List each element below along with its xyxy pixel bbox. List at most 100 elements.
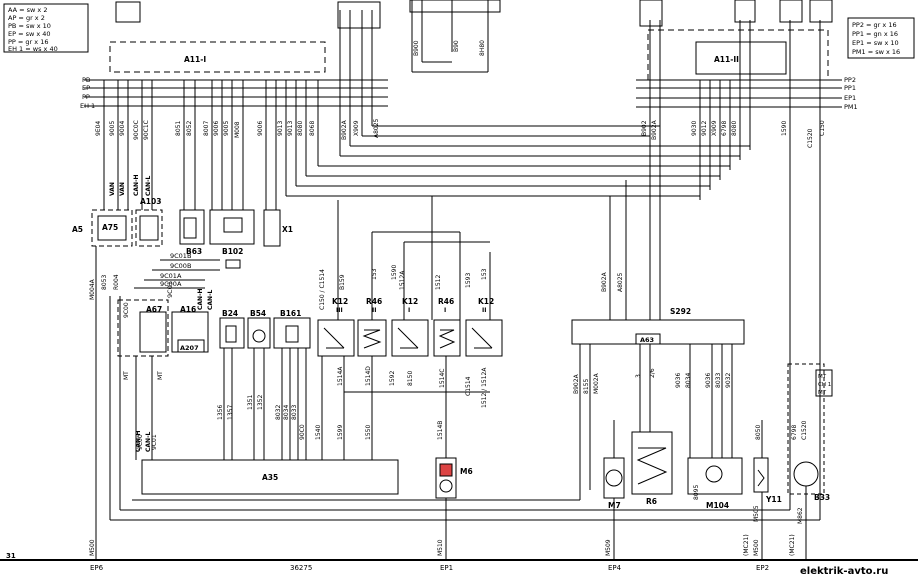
wire-label: 1351	[247, 395, 254, 410]
module-label: K12	[402, 297, 418, 306]
wire-label: 1514A	[337, 366, 344, 386]
ground-point: EP6	[90, 564, 104, 572]
wire-label: 9013	[287, 121, 294, 136]
wire-label: B159	[339, 274, 346, 290]
legend-left-line: EP = sw x 40	[8, 30, 51, 38]
watermark: elektrik-avto.ru	[800, 566, 888, 577]
wire-label: 8095	[693, 485, 700, 500]
wire-label: 1356	[217, 405, 224, 420]
wire-label: M008	[234, 121, 241, 138]
k12-1-switch	[397, 327, 419, 349]
mt-label-line: CH 1	[818, 382, 831, 388]
b33-circle	[793, 461, 819, 487]
legend-right-line: PM1 = sw x 16	[852, 48, 900, 56]
module-label: III	[336, 307, 343, 314]
module-label: II	[372, 307, 376, 314]
module-label: A35	[262, 473, 278, 482]
mt-label-line: MT	[818, 390, 827, 396]
module-label: II	[482, 307, 486, 314]
ground-number: 31	[6, 552, 16, 560]
wire-label: 8068	[309, 121, 316, 136]
module-label: A11-I	[184, 55, 206, 64]
wire-label: 8H80	[479, 40, 486, 56]
legend-right-line: EP1 = sw x 10	[852, 39, 899, 47]
wire-label: 9030	[691, 121, 698, 136]
bus-label: PB	[82, 76, 90, 84]
b63-box	[179, 209, 205, 245]
module-label: A103	[140, 197, 161, 206]
module-label: A63	[640, 336, 654, 344]
module-label: B33	[814, 493, 830, 502]
m6-symbol	[439, 463, 453, 477]
wire-label: 8080	[731, 121, 738, 136]
module-label: X1	[282, 225, 293, 234]
can-label: CAN-H	[197, 288, 204, 310]
module-label: B63	[186, 247, 202, 256]
top-connector-5	[779, 0, 803, 23]
module-label: B54	[250, 309, 266, 318]
wire-label: 9C00	[123, 302, 130, 318]
module-label: R46	[438, 297, 454, 306]
legend-left-line: EH 1 = ws x 40	[8, 45, 58, 53]
a5-box	[91, 209, 133, 247]
top-connector-4	[734, 0, 756, 23]
a75-box	[97, 215, 127, 241]
b102-sub-symbol	[225, 259, 241, 269]
r6-box	[631, 431, 673, 495]
b102-box	[209, 209, 255, 245]
wire-label: B902A	[651, 119, 658, 140]
wire-label: 8033	[291, 405, 298, 420]
k12-3-switch	[323, 327, 345, 349]
wire-label: 8007	[203, 121, 210, 136]
b54-box	[247, 317, 271, 349]
module-label: B161	[280, 309, 301, 318]
module-label: B24	[222, 309, 238, 318]
wire-label: C1520	[807, 128, 814, 148]
can-label: CAN-H	[133, 174, 140, 196]
m104-symbol	[705, 465, 723, 483]
wire-label: M500	[753, 539, 760, 556]
b54-symbol	[252, 329, 266, 343]
wire-label: 9012	[701, 121, 708, 136]
bus-label: EP	[82, 84, 90, 92]
ground-point: 36275	[290, 564, 312, 572]
wire-label: M505	[753, 505, 760, 522]
r6-coil	[636, 447, 668, 485]
wire-label: 1512A	[399, 270, 406, 290]
bus-label: PP2	[844, 76, 856, 84]
bus-wire-label: 9C01B	[170, 252, 191, 260]
wire-label: 9006	[213, 121, 220, 136]
top-connector-3	[639, 0, 663, 27]
bus-label: PM1	[844, 103, 858, 111]
a67-box	[139, 311, 167, 353]
bus-wire-label: 9C00B	[170, 262, 191, 270]
wire-label: C150	[819, 120, 826, 136]
wire-label: 8032	[275, 405, 282, 420]
wire-label: 2/6	[649, 368, 656, 378]
wire-label: 90C0C	[133, 120, 140, 140]
b161-symbol	[285, 325, 299, 343]
wire-label: 1592	[389, 371, 396, 386]
mt-label-box	[815, 369, 833, 397]
module-label: M7	[608, 501, 621, 510]
wire-label: M002A	[593, 372, 600, 394]
legend-right-line: PP2 = gr x 16	[852, 21, 897, 29]
ground-point: EP1	[440, 564, 453, 572]
module-label: M104	[706, 501, 729, 510]
wire-label: 1514C	[439, 369, 446, 388]
module-label: I	[408, 307, 410, 314]
a35-box	[141, 459, 399, 495]
wire-label: (MC21)	[743, 534, 750, 556]
wire-label: M510	[437, 539, 444, 556]
top-connector-6	[809, 0, 833, 23]
module-label: A16	[180, 305, 196, 314]
wire-label: B900	[413, 40, 420, 56]
module-label: Y11	[765, 495, 782, 504]
legend-right-box	[847, 17, 915, 59]
a103-dashed	[135, 209, 163, 247]
k12-3-box	[317, 319, 355, 357]
wire-label: 8155	[583, 379, 590, 394]
wire-label: 9032	[725, 373, 732, 388]
wire-label: 8034	[685, 373, 692, 388]
b161-box	[273, 317, 311, 349]
